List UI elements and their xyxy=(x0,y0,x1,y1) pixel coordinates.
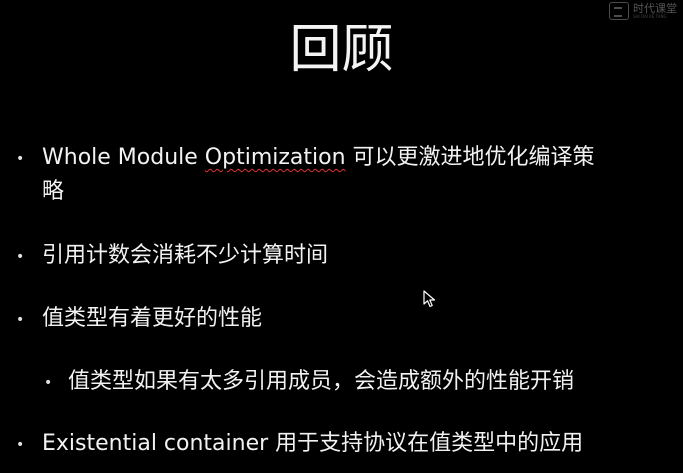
watermark: 时代课堂 SHI DAI KE TANG xyxy=(609,2,677,20)
bullet-dot: • xyxy=(16,249,25,265)
bullet-1-text-a: Whole Module xyxy=(42,145,205,170)
bullet-item-3: 值类型有着更好的性能 xyxy=(42,306,263,331)
bullet-1-text-b: 可以更激进地优化编译策 xyxy=(345,145,595,170)
slide-title: 回顾 xyxy=(289,20,394,80)
sub-bullet-item: 值类型如果有太多引用成员，会造成额外的性能开销 xyxy=(68,369,575,394)
sub-bullet-dot: • xyxy=(44,375,53,391)
watermark-sub: SHI DAI KE TANG xyxy=(633,14,667,19)
bullet-dot: • xyxy=(16,151,25,167)
bullet-item-4: Existential container 用于支持协议在值类型中的应用 xyxy=(42,431,584,456)
bullet-1-spellcheck-word: Optimization xyxy=(204,145,346,170)
bullet-item-1-continuation: 略 xyxy=(42,179,65,204)
bullet-dot: • xyxy=(16,312,25,328)
mouse-pointer-icon xyxy=(423,290,436,308)
bullet-item-2: 引用计数会消耗不少计算时间 xyxy=(42,243,329,268)
watermark-main: 时代课堂 xyxy=(633,2,677,15)
bullet-item-1: Whole Module Optimization 可以更激进地优化编译策 xyxy=(42,141,595,175)
logo-icon xyxy=(609,2,629,20)
watermark-text: 时代课堂 SHI DAI KE TANG xyxy=(633,3,677,19)
bullet-dot: • xyxy=(16,437,25,453)
